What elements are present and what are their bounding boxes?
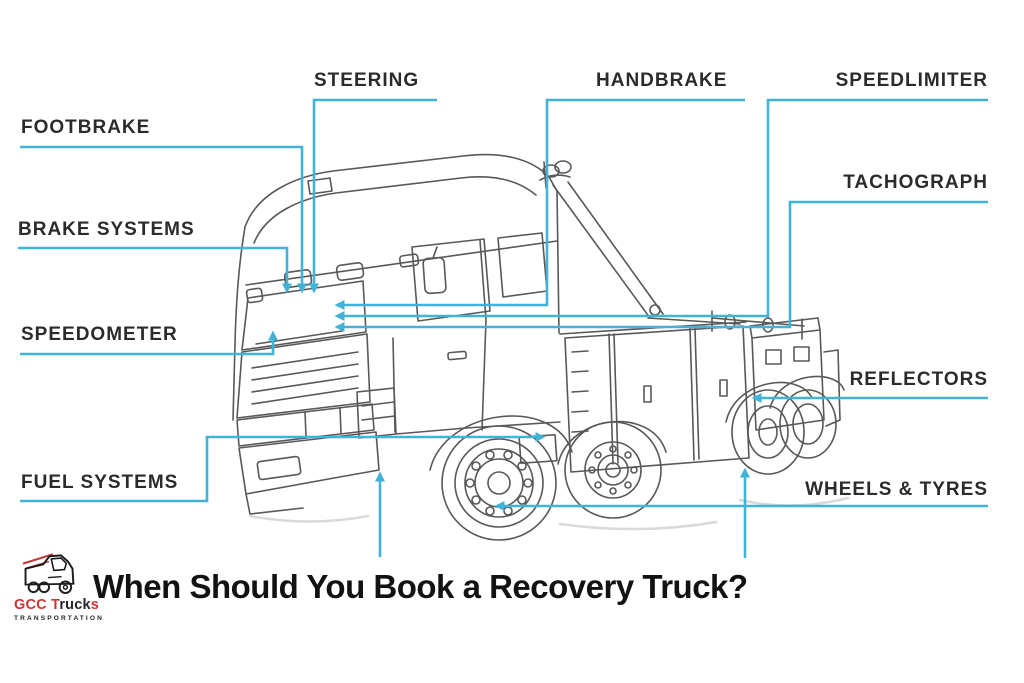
label-wheels-tyres: WHEELS & TYRES [805, 479, 988, 500]
steering-leader-line [309, 98, 437, 294]
truck-line-art [232, 153, 850, 541]
speedlimiter-leader-line [334, 98, 988, 321]
footbrake-leader-line [20, 145, 307, 294]
leader-lines [18, 98, 988, 558]
label-speedlimiter: SPEEDLIMITER [835, 70, 988, 91]
label-brake-systems: BRAKE SYSTEMS [18, 219, 195, 240]
brake-systems-leader-line [18, 246, 292, 294]
label-speedometer: SPEEDOMETER [21, 324, 178, 345]
truck-cab [232, 153, 560, 515]
label-handbrake: HANDBRAKE [596, 70, 728, 91]
handbrake-leader-line [334, 98, 745, 310]
front-wheel-lugs [465, 450, 533, 516]
label-reflectors: REFLECTORS [849, 369, 988, 390]
fuel-systems-leader-line [20, 432, 546, 503]
logo-brand-text: GCC Trucks [14, 598, 100, 613]
rear-body [465, 317, 841, 473]
recovery-boom [539, 160, 805, 340]
page-title: When Should You Book a Recovery Truck? [93, 568, 748, 605]
ground-shadow [248, 496, 850, 531]
mid-wheel-lugs [588, 445, 638, 495]
label-steering: STEERING [314, 70, 420, 91]
logo-brand-red-2: s [90, 597, 100, 613]
speedometer-leader-line [20, 330, 278, 356]
tachograph-leader-line [334, 200, 988, 332]
label-fuel-systems: FUEL SYSTEMS [21, 472, 179, 493]
logo-brand-red-1: GCC T [14, 597, 60, 613]
logo-tagline: TRANSPORTATION [14, 615, 104, 622]
logo: GCC Trucks TRANSPORTATION [14, 550, 104, 622]
logo-brand-dark: ruck [59, 597, 91, 613]
truck-icon [22, 553, 75, 595]
label-footbrake: FOOTBRAKE [21, 117, 151, 138]
label-tachograph: TACHOGRAPH [843, 172, 988, 193]
wheels [429, 375, 845, 541]
